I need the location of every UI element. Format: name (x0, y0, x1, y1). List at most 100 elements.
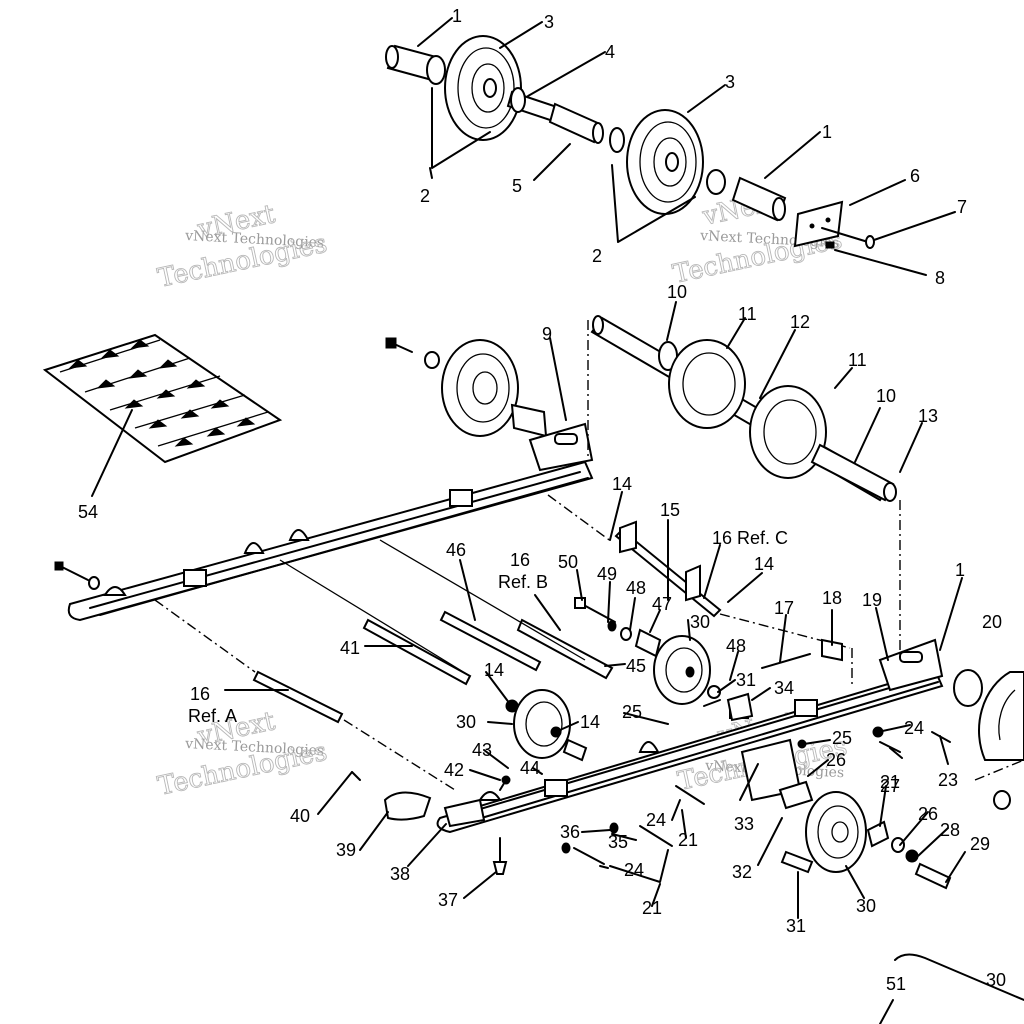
callout-48: 48 (726, 636, 746, 656)
callout-12: 12 (790, 312, 810, 332)
callout-29: 29 (970, 834, 990, 854)
reference-lines (154, 320, 901, 791)
callout-14: 14 (612, 474, 632, 494)
wheel-ring-shape (457, 47, 515, 129)
callout-25: 25 (832, 728, 852, 748)
callout-20: 20 (982, 612, 1002, 632)
callout-39: 39 (336, 840, 356, 860)
callout-9: 9 (542, 324, 552, 344)
spacer-shape (510, 403, 548, 438)
callout-ref-a: Ref. A (188, 706, 237, 726)
washer-shape (993, 790, 1011, 810)
callout-3: 3 (544, 12, 554, 32)
callout-24: 24 (624, 860, 644, 880)
rail-tab-shape (243, 542, 265, 554)
idler-wheel-shape (805, 791, 867, 873)
rail-tab-shape (638, 741, 660, 753)
callout-17: 17 (774, 598, 794, 618)
nut-shape (607, 620, 617, 632)
bolt-head-shape (865, 235, 875, 249)
callout-10: 10 (876, 386, 896, 406)
upper-slide-rail (54, 460, 594, 622)
wheel-hub-shape (483, 78, 497, 98)
callout-labels: 1 3 4 3 1 2 5 6 7 2 8 10 11 12 9 11 10 1… (78, 6, 1006, 994)
idler-wheel-shape (441, 339, 519, 437)
shaft-arm-shape (685, 564, 701, 602)
bolt-shape (675, 785, 705, 805)
callout-6: 6 (910, 166, 920, 186)
callout-7: 7 (957, 197, 967, 217)
rail-edge-shape (459, 675, 931, 816)
wheel-ring-shape (472, 371, 498, 405)
spacer-shape (866, 820, 890, 848)
shaft-arm-shape (619, 520, 637, 554)
reference-line (379, 539, 586, 661)
lower-wheels (505, 597, 1024, 890)
axle-end-shape (592, 315, 604, 335)
reference-line (154, 599, 256, 673)
rail-clip-shape (183, 569, 207, 587)
callout-30: 30 (856, 896, 876, 916)
cross-shaft-shape (252, 670, 344, 724)
washer-shape (707, 685, 721, 699)
bolt-shape (761, 653, 811, 669)
wheel-hub-shape (685, 666, 695, 678)
axle-end-shape (385, 45, 399, 69)
callout-40: 40 (290, 806, 310, 826)
rear-axle-assembly (590, 315, 897, 502)
callout-26: 26 (826, 750, 846, 770)
callout-37: 37 (438, 890, 458, 910)
wheel-hub-shape (550, 726, 562, 738)
washer-shape (88, 576, 100, 590)
callout-31: 31 (786, 916, 806, 936)
reference-line (547, 494, 613, 543)
nut-shape (825, 241, 835, 249)
mount-shape (778, 780, 814, 810)
callout-54: 54 (78, 502, 98, 522)
callout-48: 48 (626, 578, 646, 598)
partial-outline-shape (894, 953, 1024, 1001)
callout-11: 11 (848, 350, 867, 370)
callout-24: 24 (646, 810, 666, 830)
callout-14: 14 (580, 712, 600, 732)
screw-shape (59, 565, 89, 581)
rail-clip-shape (794, 699, 818, 717)
callout-19: 19 (862, 590, 882, 610)
callout-18: 18 (822, 588, 842, 608)
rail-tab-shape (288, 529, 310, 541)
nut-shape (501, 775, 511, 785)
callout-36: 36 (560, 822, 580, 842)
callout-1: 1 (452, 6, 462, 26)
callout-2: 2 (420, 186, 430, 206)
track-rib-shape (157, 411, 269, 447)
washer-shape (424, 351, 440, 369)
callout-30: 30 (690, 612, 710, 632)
spacer-shape (510, 87, 526, 113)
bolt-shape (780, 850, 814, 874)
callout-42: 42 (444, 760, 464, 780)
callout-10: 10 (667, 282, 687, 302)
callout-44: 44 (520, 758, 540, 778)
callout-50: 50 (558, 552, 578, 572)
block-shape (726, 692, 754, 722)
track-section-shape (42, 333, 283, 464)
axle-sleeve-shape (810, 443, 895, 502)
spacer-shape (634, 628, 662, 658)
mounting-plate-shape (793, 200, 844, 248)
wheel-ring-shape (763, 399, 817, 465)
callout-38: 38 (390, 864, 410, 884)
wheel-ring-shape (639, 121, 697, 203)
bolt-shape (639, 825, 673, 847)
leader-line (879, 999, 894, 1024)
callout-27: 27 (880, 776, 900, 796)
rail-edge-shape (89, 471, 581, 609)
plate-hole-shape (809, 223, 815, 229)
plate-hole-shape (825, 217, 831, 223)
washer-shape (706, 169, 726, 195)
callout-13: 13 (918, 406, 938, 426)
callout-15: 15 (660, 500, 680, 520)
callout-34: 34 (774, 678, 794, 698)
callout-46: 46 (446, 540, 466, 560)
callout-49: 49 (597, 564, 617, 584)
